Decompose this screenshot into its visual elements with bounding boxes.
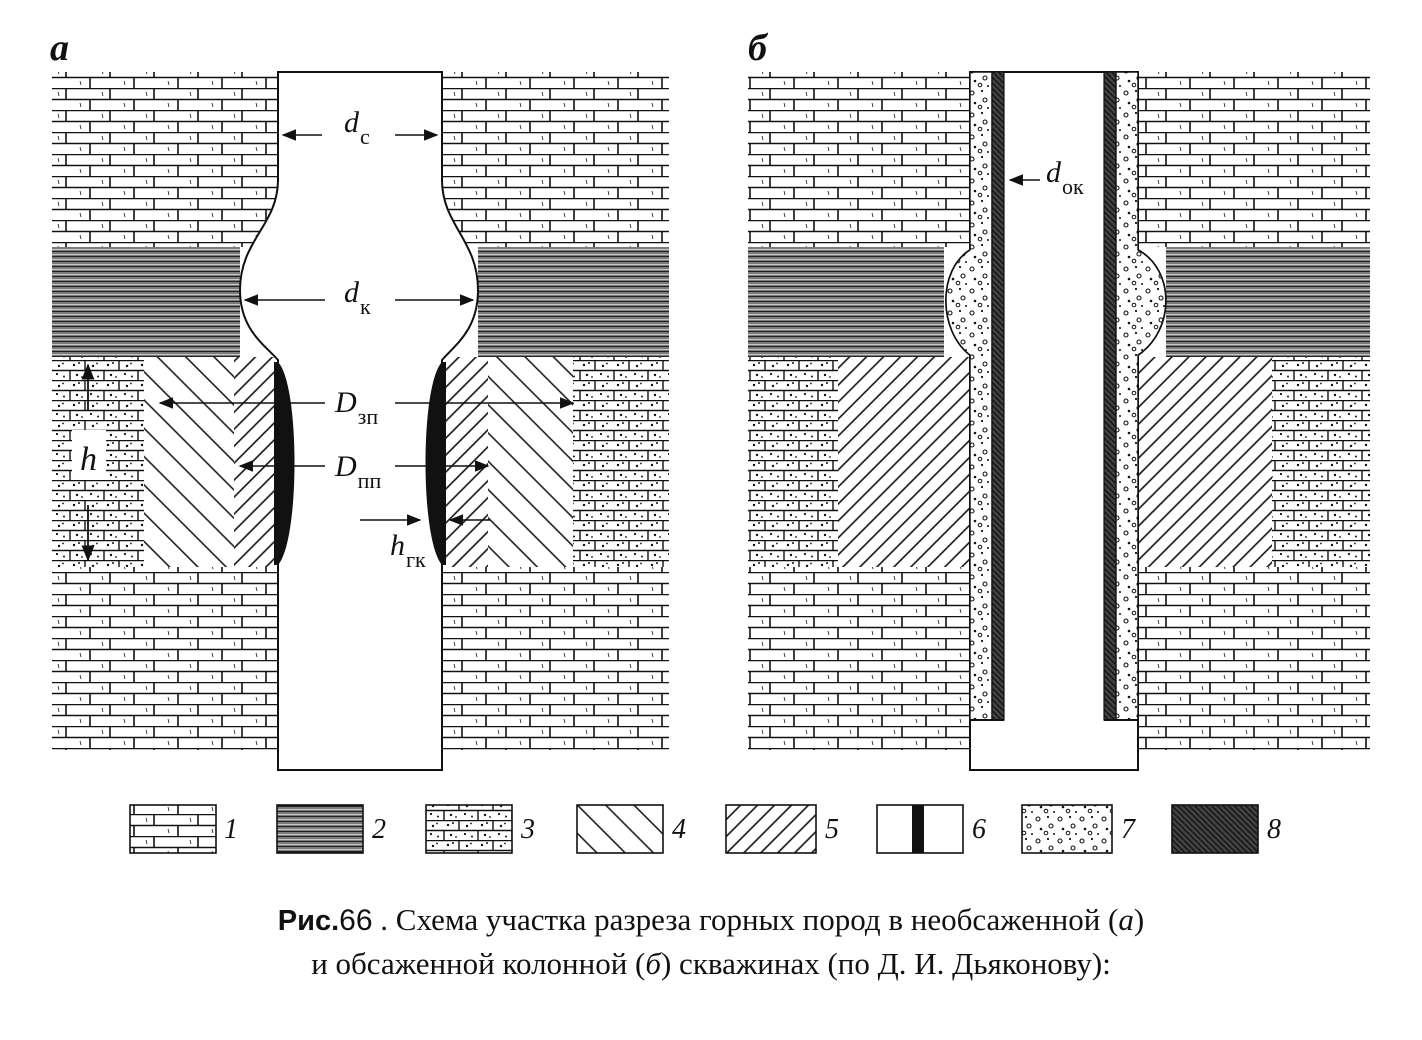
legend-item-7: 7 <box>1021 804 1136 854</box>
legend-item-5: 5 <box>725 804 839 854</box>
panel-b-label: б <box>748 27 769 69</box>
casing-right <box>1103 71 1117 721</box>
label-dzp: Dзп <box>334 386 378 429</box>
caption-text-1: . Схема участка разреза горных пород в н… <box>372 902 1119 937</box>
legend-label-8: 8 <box>1267 814 1281 845</box>
panel-b: dок б <box>748 27 1370 771</box>
limestone-bottom-right <box>442 567 669 750</box>
caption-prefix: Рис. <box>277 905 340 937</box>
caption-text-2: и обсаженной колонной ( <box>311 946 646 981</box>
casing-left <box>991 71 1005 721</box>
legend-item-3: 3 <box>425 804 535 854</box>
limestone-bottom-left <box>52 567 278 750</box>
legend-label-3: 3 <box>520 814 535 845</box>
legend-item-1: 1 <box>129 804 238 854</box>
flushed-zone-right <box>442 357 488 567</box>
b-limestone-top-right <box>1138 72 1370 247</box>
caption-b: б <box>645 946 661 981</box>
legend-label-1: 1 <box>224 814 238 845</box>
cement-right <box>1115 71 1167 721</box>
b-limestone-top-left <box>748 72 970 247</box>
reservoir-invaded-left <box>144 357 234 567</box>
legend-label-7: 7 <box>1121 814 1136 845</box>
panel-a: dс dк Dзп Dпп h hгк а <box>50 27 669 771</box>
legend-label-5: 5 <box>825 814 839 845</box>
b-reservoir-right-inner <box>1138 357 1188 567</box>
label-h-bg <box>72 430 106 480</box>
b-sandy-limestone-right <box>1272 357 1370 567</box>
label-dpp: Dпп <box>334 450 381 493</box>
label-dc: dс <box>344 106 370 149</box>
legend-item-8: 8 <box>1171 804 1281 854</box>
b-reservoir-right <box>1188 357 1272 567</box>
label-h: h <box>80 441 97 478</box>
label-dok-bg <box>1040 155 1090 203</box>
b-limestone-bottom-left <box>748 567 970 750</box>
flushed-zone-left <box>234 357 278 567</box>
legend-item-4: 4 <box>576 804 686 854</box>
figure-caption-line-2: и обсаженной колонной (б) скважинах (по … <box>0 944 1422 984</box>
mud-cake-right <box>425 362 446 565</box>
label-dk: dк <box>344 276 371 319</box>
legend-label-2: 2 <box>372 814 386 845</box>
legend-label-4: 4 <box>672 814 686 845</box>
panel-a-label: а <box>50 27 69 69</box>
b-limestone-bottom-right <box>1138 567 1370 750</box>
caption-number: 66 <box>339 904 373 937</box>
cement-left <box>945 71 993 721</box>
sandy-limestone-right <box>573 357 669 567</box>
limestone-top-right <box>442 72 669 247</box>
limestone-top-left <box>52 72 278 247</box>
label-hgk: hгк <box>390 529 426 572</box>
shale-left <box>52 247 240 357</box>
b-reservoir-left <box>838 357 970 567</box>
figure-caption-line-1: Рис.66 . Схема участка разреза горных по… <box>0 900 1422 941</box>
mud-cake-left <box>274 362 295 565</box>
caption-a: а <box>1118 902 1134 937</box>
open-borehole <box>238 71 480 771</box>
label-dok: dок <box>1046 156 1084 199</box>
shale-right <box>478 247 669 357</box>
legend-label-6: 6 <box>972 814 986 845</box>
b-sandy-limestone-left <box>748 357 838 567</box>
legend: 1 2 3 4 5 6 7 8 <box>129 804 1281 854</box>
b-shale-left <box>748 247 944 357</box>
b-shale-right <box>1166 247 1370 357</box>
caption-text-2-end: ) скважинах (по Д. И. Дьяконову): <box>660 946 1111 981</box>
caption-text-1-end: ) <box>1133 902 1145 937</box>
reservoir-invaded-right <box>488 357 573 567</box>
legend-item-2: 2 <box>276 804 386 854</box>
legend-item-6: 6 <box>876 804 986 854</box>
